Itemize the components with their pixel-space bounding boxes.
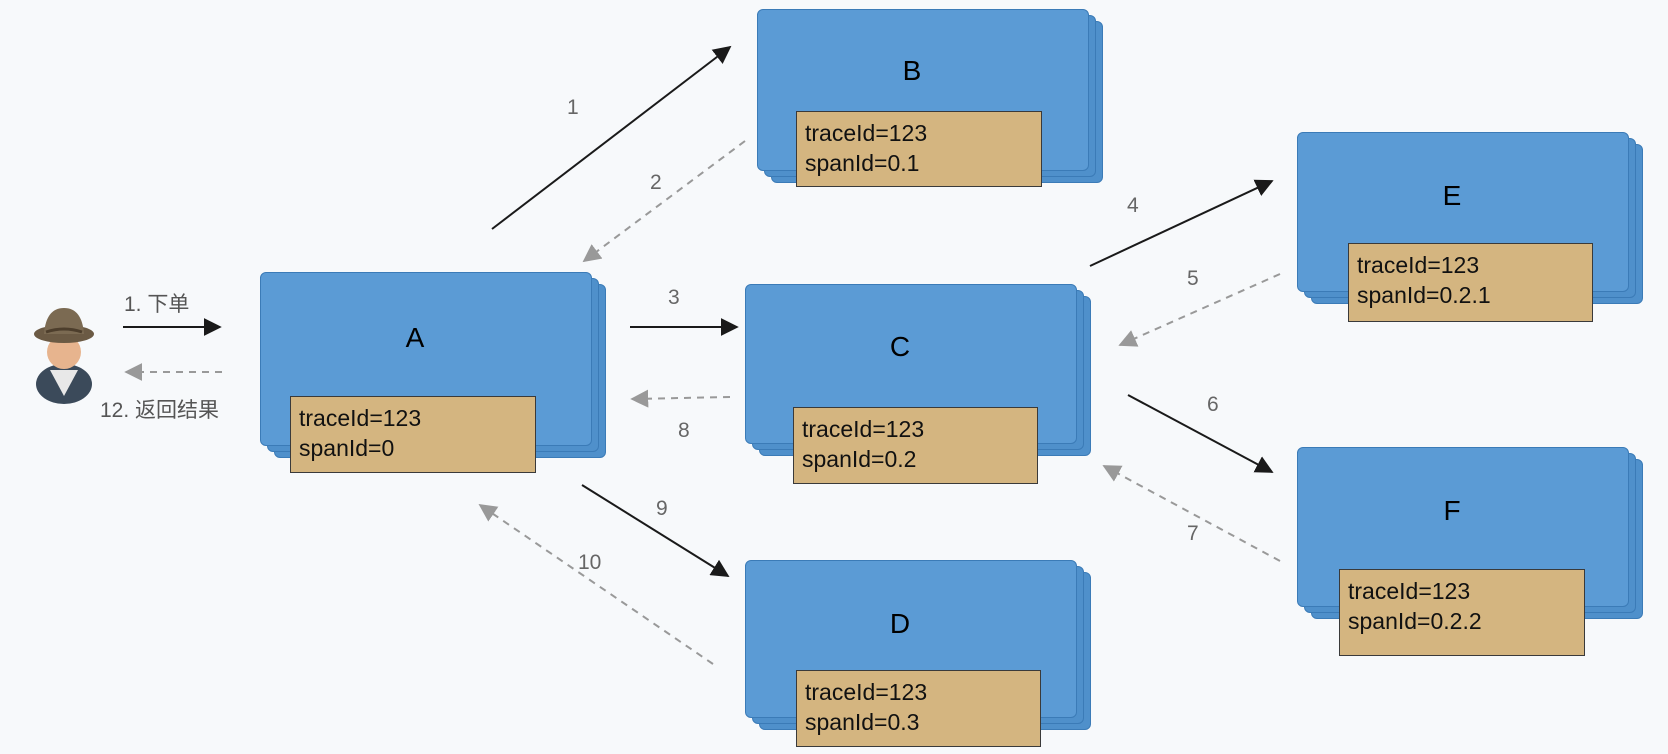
- service-c-info: traceId=123 spanId=0.2: [793, 407, 1038, 484]
- service-d-info: traceId=123 spanId=0.3: [796, 670, 1041, 747]
- arrow-c-to-e: [1089, 179, 1274, 267]
- service-a-info: traceId=123 spanId=0: [290, 396, 536, 473]
- edge-label: 9: [656, 497, 668, 520]
- arrow-e-to-c: [1118, 273, 1281, 347]
- edge-label: 6: [1207, 393, 1219, 416]
- arrow-f-to-c: [1102, 465, 1281, 562]
- service-b-title: B: [902, 55, 922, 86]
- edge-label: 10: [578, 551, 602, 574]
- arrow-a-to-d: [581, 484, 730, 577]
- edge-label: 5: [1187, 267, 1199, 290]
- trace-id-text: traceId=123: [299, 405, 422, 431]
- edge-label: 2: [650, 171, 662, 194]
- span-id-text: spanId=0.2.1: [1357, 282, 1491, 308]
- trace-id-text: traceId=123: [805, 120, 928, 146]
- service-c-title: C: [889, 331, 911, 362]
- trace-id-text: traceId=123: [805, 679, 928, 705]
- edge-label: 7: [1187, 522, 1199, 545]
- service-d-title: D: [889, 608, 911, 639]
- edge-label: 3: [668, 286, 680, 309]
- edge-label: 4: [1127, 194, 1139, 217]
- service-e-info: traceId=123 spanId=0.2.1: [1348, 243, 1593, 322]
- arrow-c-to-a: [630, 389, 731, 408]
- trace-id-text: traceId=123: [802, 416, 925, 442]
- trace-id-text: traceId=123: [1348, 578, 1471, 604]
- span-id-text: spanId=0: [299, 435, 395, 461]
- user-request-label: 1. 下单: [124, 293, 190, 316]
- arrow-d-to-a: [478, 503, 714, 665]
- span-id-text: spanId=0.1: [805, 150, 920, 176]
- edge-label: 8: [678, 419, 690, 442]
- span-id-text: spanId=0.2: [802, 446, 917, 472]
- edge-label: 1: [567, 96, 579, 119]
- arrow-c-to-f: [1127, 394, 1274, 473]
- service-f-info: traceId=123 spanId=0.2.2: [1339, 569, 1585, 656]
- arrow-b-to-a: [582, 140, 746, 263]
- service-b-info: traceId=123 spanId=0.1: [796, 111, 1042, 187]
- user-icon: [34, 308, 94, 404]
- service-f-title: F: [1443, 495, 1461, 526]
- service-e-title: E: [1442, 180, 1462, 211]
- trace-id-text: traceId=123: [1357, 252, 1480, 278]
- span-id-text: spanId=0.2.2: [1348, 608, 1482, 634]
- user-response-label: 12. 返回结果: [100, 399, 220, 422]
- span-id-text: spanId=0.3: [805, 709, 920, 735]
- service-a-title: A: [405, 322, 425, 353]
- arrow-a-to-b: [491, 45, 732, 230]
